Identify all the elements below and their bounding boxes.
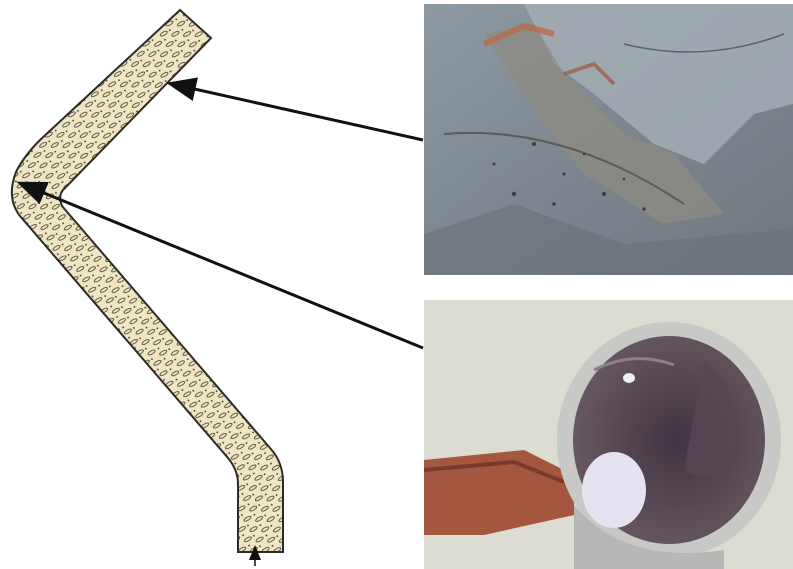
photo-pipe-cutaway (424, 300, 793, 569)
arrow-to-outer-wall-photo (172, 84, 423, 140)
pipe-bend-diagram (12, 10, 283, 566)
photo-corroded-surface (424, 4, 793, 275)
pipe-body (12, 10, 283, 552)
